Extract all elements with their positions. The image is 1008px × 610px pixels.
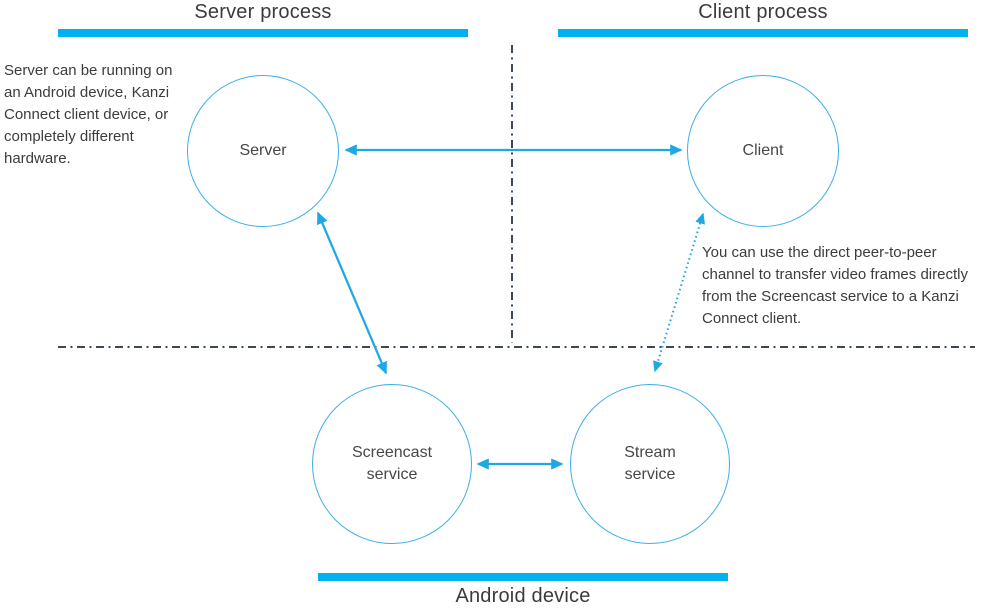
node-client-label: Client xyxy=(742,142,784,159)
android-device-title: Android device xyxy=(455,585,591,607)
node-screencast-service: Screencast service xyxy=(312,384,472,544)
node-stream-label-line1: Stream xyxy=(624,444,676,461)
p2p-note-line: You can use the direct peer-to-peer xyxy=(702,244,937,261)
node-screencast-label-line1: Screencast xyxy=(351,444,433,461)
node-server-label: Server xyxy=(239,142,287,159)
server-note-line: completely different xyxy=(4,128,134,145)
server-note-line: hardware. xyxy=(4,150,71,167)
p2p-note-line: from the Screencast service to a Kanzi xyxy=(702,288,959,305)
p2p-note: You can use the direct peer-to-peer chan… xyxy=(702,242,1008,330)
server-note-line: Connect client device, or xyxy=(4,106,169,123)
p2p-note-line: channel to transfer video frames directl… xyxy=(702,266,968,283)
node-stream-label-line2: service xyxy=(624,466,676,483)
client-process-title: Client process xyxy=(698,1,828,23)
node-screencast-label-line2: service xyxy=(366,466,418,483)
p2p-note-line: Connect client. xyxy=(702,310,802,327)
node-server: Server xyxy=(187,75,339,227)
android-device-bar xyxy=(318,573,728,581)
client-process-bar xyxy=(558,29,968,37)
node-client: Client xyxy=(687,75,839,227)
server-note-line: Server can be running on xyxy=(4,62,173,79)
arrow-server-screencast xyxy=(316,211,388,375)
server-note: Server can be running on an Android devi… xyxy=(4,60,204,170)
server-process-title: Server process xyxy=(194,1,332,23)
server-note-line: an Android device, Kanzi xyxy=(4,84,170,101)
node-stream-service: Stream service xyxy=(570,384,730,544)
server-process-bar xyxy=(58,29,468,37)
